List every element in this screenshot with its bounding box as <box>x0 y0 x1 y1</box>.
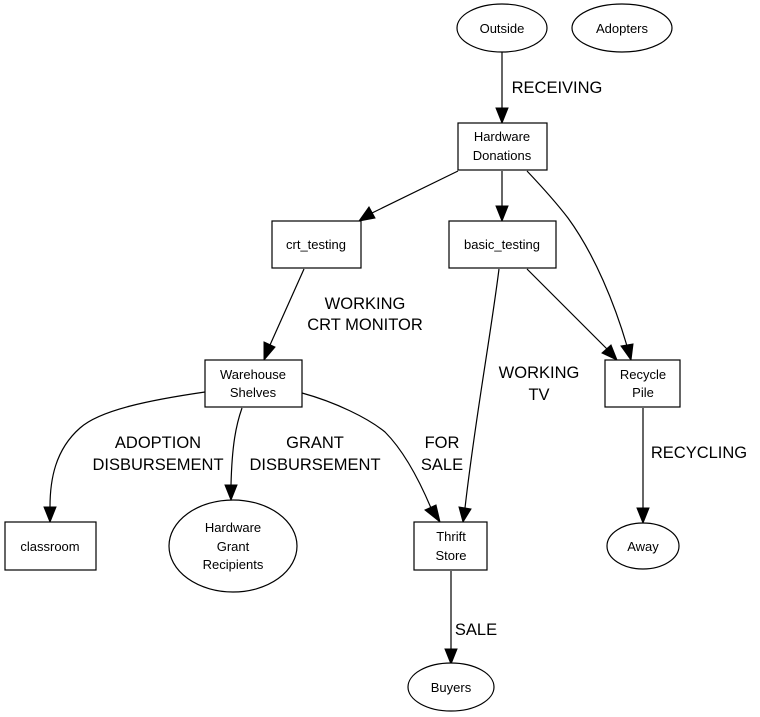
node-label: classroom <box>20 539 79 554</box>
node-adopters[interactable]: Adopters <box>571 3 673 53</box>
edge-label-receiving: RECEIVING <box>512 79 603 97</box>
node-away[interactable]: Away <box>606 522 680 570</box>
edge-adoption-disbursement: ADOPTION DISBURSEMENT <box>43 391 224 524</box>
node-thrift-store[interactable]: Thrift Store <box>413 521 488 571</box>
ellipse-shape <box>407 662 495 712</box>
edge-label-recycling: RECYCLING <box>651 444 747 462</box>
edge-basic-to-recycle <box>526 268 618 361</box>
arrowhead-icon <box>424 504 441 524</box>
edge-label-working-crt-line1: WORKING <box>325 295 406 313</box>
arrowhead-icon <box>601 344 618 361</box>
node-label: Buyers <box>431 680 472 695</box>
node-grant-recipients[interactable]: Hardware Grant Recipients <box>168 499 298 593</box>
edge-line <box>526 268 608 350</box>
node-label-line2: Pile <box>632 385 654 400</box>
edge-recycling: RECYCLING <box>636 408 747 525</box>
node-label-line1: Warehouse <box>220 367 286 382</box>
node-label-line1: Recycle <box>620 367 666 382</box>
node-label: basic_testing <box>464 237 540 252</box>
edge-grant-disbursement: GRANT DISBURSEMENT <box>224 407 381 502</box>
edge-donations-to-crt <box>357 170 459 222</box>
edge-label-for-sale-line2: SALE <box>421 456 463 474</box>
edge-label-grant-line2: DISBURSEMENT <box>249 456 380 474</box>
node-label: crt_testing <box>286 237 346 252</box>
box-shape <box>4 521 97 571</box>
edge-label-working-tv-line1: WORKING <box>499 364 580 382</box>
edge-line <box>526 170 628 347</box>
edge-line <box>230 407 243 486</box>
node-classroom[interactable]: classroom <box>4 521 97 571</box>
edges: RECEIVING WORKING CRT MONITOR <box>43 51 747 666</box>
arrowhead-icon <box>444 648 458 666</box>
edge-label-grant-line1: GRANT <box>286 434 344 452</box>
node-label-line2: Store <box>435 548 466 563</box>
node-label-line1: Hardware <box>474 129 530 144</box>
box-shape <box>271 220 362 269</box>
node-hardware-donations[interactable]: Hardware Donations <box>457 122 548 171</box>
node-outside[interactable]: Outside <box>456 3 548 53</box>
edge-label-working-tv-line2: TV <box>528 386 549 404</box>
arrowhead-icon <box>43 506 57 524</box>
edge-label-sale: SALE <box>455 621 497 639</box>
node-warehouse-shelves[interactable]: Warehouse Shelves <box>204 359 303 408</box>
arrowhead-icon <box>357 206 376 222</box>
ellipse-shape <box>168 499 298 593</box>
arrowhead-icon <box>495 205 509 223</box>
arrowhead-icon <box>458 506 472 524</box>
arrowhead-icon <box>263 341 276 362</box>
box-shape <box>604 359 681 408</box>
arrowhead-icon <box>495 107 509 125</box>
ellipse-shape <box>571 3 673 53</box>
box-shape <box>204 359 303 408</box>
box-shape <box>457 122 548 171</box>
edge-label-adoption-line2: DISBURSEMENT <box>92 456 223 474</box>
nodes: Outside Adopters Hardware Donations crt_… <box>4 3 681 712</box>
arrowhead-icon <box>224 484 238 502</box>
edge-working-tv: WORKING TV <box>458 268 580 524</box>
edge-working-crt-monitor: WORKING CRT MONITOR <box>263 268 423 362</box>
ellipse-shape <box>606 522 680 570</box>
edge-for-sale: FOR SALE <box>301 392 463 524</box>
edge-label-adoption-line1: ADOPTION <box>115 434 201 452</box>
arrowhead-icon <box>636 507 650 525</box>
edge-line <box>269 268 305 346</box>
edge-line <box>464 268 500 509</box>
node-label-line2: Donations <box>473 148 532 163</box>
node-label-line1: Thrift <box>436 529 466 544</box>
edge-line <box>371 170 459 214</box>
edge-donations-to-basic <box>495 171 509 223</box>
node-label: Adopters <box>596 21 649 36</box>
node-label-line2: Grant <box>217 539 250 554</box>
node-basic-testing[interactable]: basic_testing <box>448 220 557 269</box>
edge-label-working-crt-line2: CRT MONITOR <box>307 316 423 334</box>
node-label-line3: Recipients <box>203 557 264 572</box>
node-label: Away <box>627 539 659 554</box>
node-label-line1: Hardware <box>205 520 261 535</box>
edge-line <box>301 392 432 509</box>
node-label: Outside <box>480 21 525 36</box>
ellipse-shape <box>456 3 548 53</box>
node-recycle-pile[interactable]: Recycle Pile <box>604 359 681 408</box>
node-label-line2: Shelves <box>230 385 277 400</box>
box-shape <box>413 521 488 571</box>
box-shape <box>448 220 557 269</box>
edge-sale: SALE <box>444 571 497 666</box>
edge-line <box>49 391 206 508</box>
edge-receiving: RECEIVING <box>495 51 603 125</box>
edge-donations-to-recycle <box>526 170 634 362</box>
node-buyers[interactable]: Buyers <box>407 662 495 712</box>
node-crt-testing[interactable]: crt_testing <box>271 220 362 269</box>
edge-label-for-sale-line1: FOR <box>425 434 460 452</box>
arrowhead-icon <box>620 343 634 362</box>
